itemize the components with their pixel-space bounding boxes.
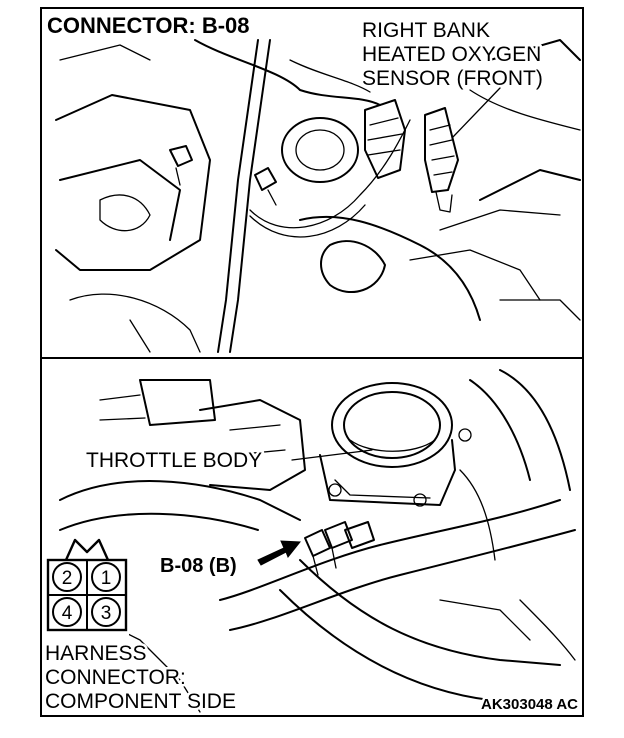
pin-number: 4 xyxy=(62,603,73,624)
pin-number: 2 xyxy=(62,568,73,589)
harness-label-line-3: COMPONENT SIDE xyxy=(45,690,236,713)
pin-number: 1 xyxy=(101,568,112,589)
bottom-engine-illustration xyxy=(59,369,576,713)
sensor-leader-line xyxy=(451,87,501,139)
connector-pointer-arrow xyxy=(257,540,301,566)
throttle-leader-line xyxy=(291,449,373,461)
figure-frame xyxy=(40,7,584,717)
harness-label-line-1: HARNESS xyxy=(45,642,147,665)
connector-key-tab xyxy=(64,538,110,561)
connector-title: CONNECTOR: B-08 xyxy=(47,13,250,38)
sensor-label-line-3: SENSOR (FRONT) xyxy=(362,67,543,90)
pin-number: 3 xyxy=(101,603,112,624)
throttle-body-label: THROTTLE BODY xyxy=(86,449,262,472)
connector-pointer-label: B-08 (B) xyxy=(160,555,237,577)
harness-label-line-2: CONNECTOR: xyxy=(45,666,186,689)
sensor-label-line-2: HEATED OXYGEN xyxy=(362,43,541,66)
harness-connector-diagram: 2 1 4 3 xyxy=(45,538,129,640)
top-engine-illustration xyxy=(55,39,581,353)
sensor-label-line-1: RIGHT BANK xyxy=(362,19,490,42)
figure-code: AK303048 AC xyxy=(481,696,578,713)
